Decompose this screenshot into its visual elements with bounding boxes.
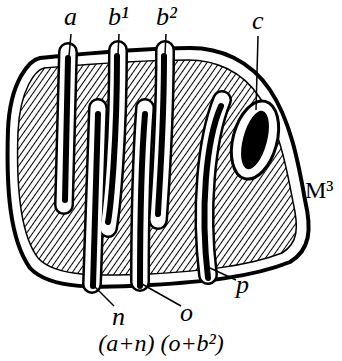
enamel-island: [223, 96, 286, 185]
island-label: c: [252, 8, 264, 34]
caption: (a+n) (o+b²): [98, 331, 224, 355]
fold-label: p: [236, 272, 249, 298]
fold-label: b²: [156, 4, 177, 30]
tooth-outline: [8, 48, 309, 287]
fold-label: o: [180, 300, 193, 326]
fold-label: b¹: [108, 4, 129, 30]
fold-label: a: [64, 4, 77, 30]
enamel-folds: [64, 50, 222, 286]
tooth-label: M³: [305, 178, 334, 202]
leader-lines: [69, 34, 258, 306]
island-core: [236, 108, 275, 172]
fold-label: n: [112, 304, 125, 330]
